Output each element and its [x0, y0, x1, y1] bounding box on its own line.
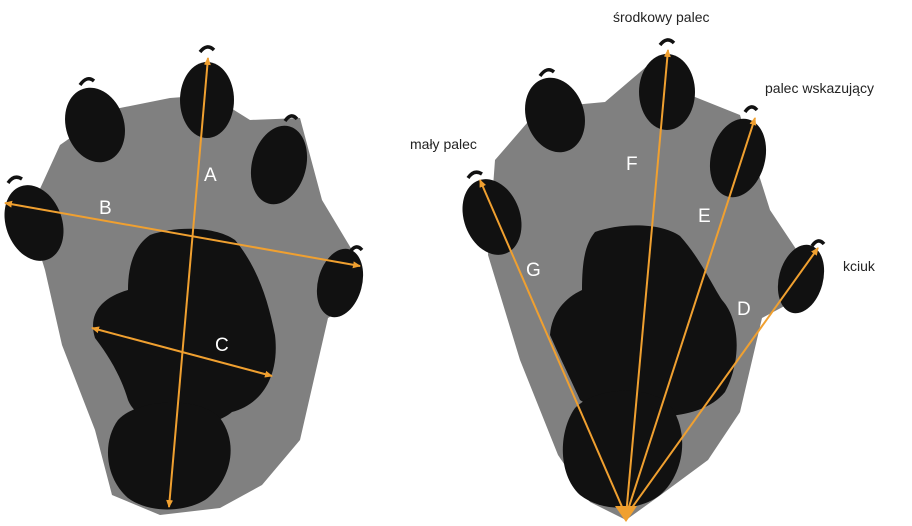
right-measure-label-d: D — [737, 299, 751, 320]
right-claw-second — [540, 70, 554, 76]
right-measure-label-f: F — [626, 154, 638, 175]
right-measure-label-g: G — [526, 260, 541, 281]
left-claw-inner — [350, 247, 362, 252]
right-measure-label-e: E — [698, 206, 711, 227]
left-measure-label-b: B — [99, 198, 112, 219]
toe-label-index: palec wskazujący — [765, 80, 874, 96]
right-claw-thumb — [812, 241, 824, 246]
toe-label-thumb: kciuk — [843, 258, 876, 274]
toe-label-middle: środkowy palec — [613, 9, 710, 25]
right-claw-little — [468, 172, 482, 178]
right-claw-middle — [660, 40, 674, 45]
left-claw-middle — [200, 47, 214, 52]
right-heel-pad — [563, 391, 682, 508]
right-claw-index — [745, 107, 757, 112]
right-paw-print: F E G D środkowy palec palec wskazujący … — [410, 9, 876, 522]
toe-label-little: mały palec — [410, 136, 477, 152]
left-measure-label-c: C — [215, 335, 229, 356]
left-claw-outer — [8, 177, 22, 183]
left-measure-label-a: A — [204, 165, 217, 186]
left-paw-print: A B C — [0, 47, 370, 515]
left-claw-second — [80, 79, 94, 85]
